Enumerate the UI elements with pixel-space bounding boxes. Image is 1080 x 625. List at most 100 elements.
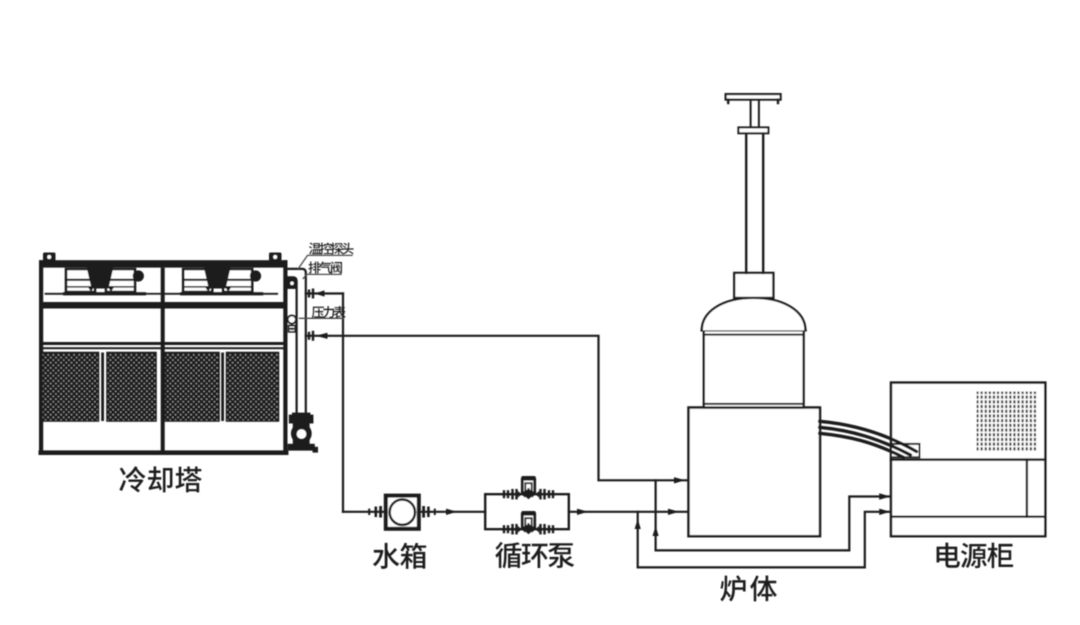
tower-fill-panels--shape-rect [41,351,100,422]
water-tank [368,493,436,531]
label-power-cabinet [936,542,1014,569]
tower-fill-panels--shape-rect [106,351,157,422]
fan-assembly--shape-path [203,266,231,289]
pressure-gauge-symbol [286,314,298,333]
flow-arrows--shape-path [446,508,457,515]
label-temp-probe [308,242,354,255]
tower-pump-symbol--shape-rect [292,412,311,418]
water-tank-flanges--shape-rect [427,506,430,518]
furnace-base [687,406,822,538]
glyph [330,242,343,255]
power-cables--shape-path [817,425,913,457]
leader-exhaust-valve [302,273,342,280]
tower-fill-panels [41,351,280,422]
flow-arrows--shape-path [879,493,891,500]
fan-assembly--shape-rect [180,292,264,296]
glyph [319,261,332,274]
tower-walls--shape-rect [283,260,288,455]
glyph [331,261,342,274]
pump-unit--shape-path [531,525,536,533]
pump-unit--shape-rect [511,523,514,535]
glyph [308,261,321,274]
flow-arrows--shape-path [668,508,679,515]
tower-walls--shape-rect [160,267,165,451]
pump-unit--shape-path [531,490,536,498]
circulation-pump-group--group [502,476,555,535]
leader-lines [297,254,353,319]
fan-assembly [161,266,279,296]
flow-arrows--shape-path [577,508,588,515]
tower-fill-post [221,352,224,421]
fan-assembly--shape-path [225,287,232,292]
glyph [341,242,354,255]
tower-pump-symbol--shape-rect [287,443,315,451]
glyph [119,466,146,493]
label-pressure-gauge [311,306,346,319]
tower-pump-symbol--shape-circle [296,429,307,439]
flow-arrows--shape-path [634,519,641,529]
temp-probe-symbol [287,277,297,289]
pump-unit--shape-rect [521,511,536,515]
furnace [687,92,822,538]
glyph [400,542,427,569]
pump-unit--shape-rect [539,488,542,500]
glyph [322,306,335,319]
pump-unit--shape-rect [511,488,514,500]
furnace-body [700,329,807,409]
pump-unit--shape-rect [551,525,555,534]
tower-bottom-bar [38,450,289,455]
label-cooling-tower [119,466,202,493]
power-cables--shape-path [817,431,906,459]
glyph [936,542,960,568]
label-circulation-pump [495,542,575,569]
flow-arrows--shape-rect [307,331,311,340]
glyph [750,575,777,602]
glyph [372,542,400,569]
pump-unit--shape-rect [547,525,551,534]
flow-arrows--shape-path [652,526,659,536]
tower-lifting-lugs--shape-circle [273,255,278,259]
pump-unit--shape-rect [506,525,510,534]
water-tank-flanges--shape-rect [422,506,425,518]
glyph [308,242,322,255]
furnace-electrode--shape-rect [737,126,770,135]
fan-assembly--shape-rect [63,292,146,296]
pump-unit--shape-path [535,490,540,498]
pump-unit--shape-rect [521,476,536,480]
flow-arrows--shape-rect [311,288,315,299]
power-cables [817,419,919,459]
pipe-cabinet-loop-b [636,510,892,569]
fan-assembly--shape-path [108,287,114,292]
glyph [495,542,522,569]
furnace-electrode [724,92,782,275]
flow-arrows [307,288,891,536]
cabinet-vent-grille [976,391,1037,451]
fan-assembly--shape-circle [249,270,262,282]
tower-fill-panels--shape-rect [225,351,280,422]
tower-top-bar [39,260,288,268]
label-furnace [720,575,777,602]
water-tank-flanges--shape-rect [433,508,436,516]
cooling-tower [38,252,289,455]
pump-unit--shape-rect [515,488,518,500]
pressure-gauge-symbol--shape-rect [289,327,295,330]
power-cabinet [889,381,1047,538]
circulation-pump-group [484,476,570,535]
label-water-tank [372,542,427,569]
tower-eliminator-line-2 [41,347,286,350]
glyph [175,466,202,493]
cooling-tower--group [161,266,279,296]
tower-deck-bar [39,302,288,309]
diagram [38,92,1047,602]
water-tank-flanges--shape-rect [368,508,371,516]
leader-temp-probe [297,254,353,270]
power-cables--shape-path [817,419,919,454]
flow-arrows--shape-path [315,332,328,339]
pump-unit--shape-path [517,490,522,498]
pump-unit--shape-rect [502,525,506,534]
water-tank-flanges [368,506,436,518]
glyph [521,543,548,568]
glyph [311,306,324,319]
